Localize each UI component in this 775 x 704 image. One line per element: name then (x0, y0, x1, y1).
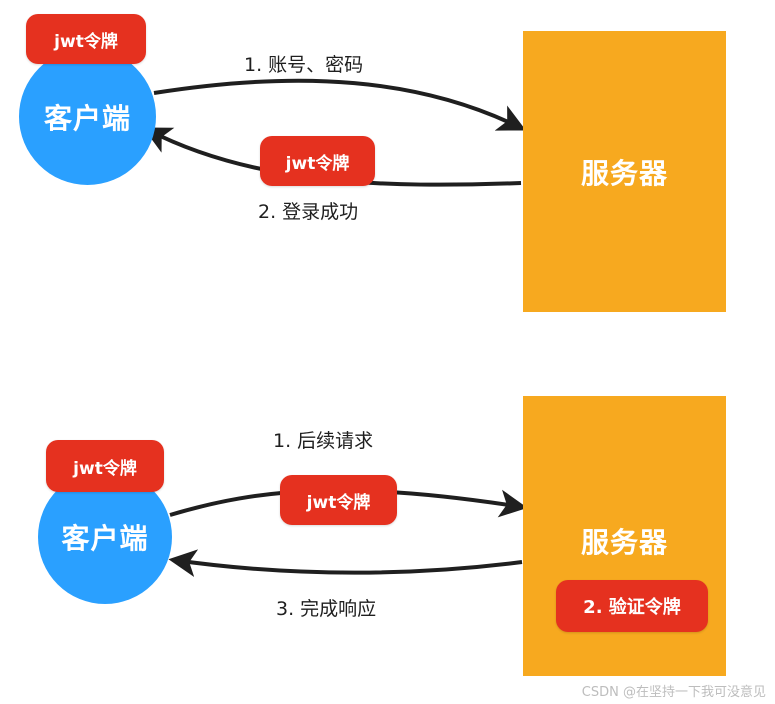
client-node-top: 客户端 (19, 48, 156, 185)
client-token-badge-bottom: jwt令牌 (46, 440, 164, 492)
server-label-top: 服务器 (580, 156, 668, 190)
credentials-step-label: 1. 账号、密码 (244, 54, 364, 76)
response-token-badge-top: jwt令牌 (260, 136, 375, 186)
client-token-label-bottom: jwt令牌 (73, 458, 137, 479)
client-node-bottom: 客户端 (38, 470, 172, 604)
followup-request-step-label: 1. 后续请求 (273, 430, 374, 452)
bottom-response-arrow (168, 549, 523, 578)
server-node-top: 服务器 (523, 31, 726, 312)
verify-token-badge: 2. 验证令牌 (556, 580, 708, 632)
top-request-arrow (153, 78, 527, 131)
watermark-text: CSDN @在坚持一下我可没意见 (581, 685, 766, 700)
complete-response-step-label: 3. 完成响应 (276, 598, 377, 620)
server-label-bottom: 服务器 (580, 526, 668, 559)
client-label-top: 客户端 (43, 101, 131, 135)
response-token-label-top: jwt令牌 (285, 153, 350, 174)
request-token-label-bottom: jwt令牌 (306, 492, 371, 513)
client-label-bottom: 客户端 (61, 522, 149, 555)
client-token-label-top: jwt令牌 (54, 31, 118, 52)
client-token-badge-top: jwt令牌 (26, 14, 146, 64)
login-success-step-label: 2. 登录成功 (258, 201, 359, 223)
server-node-bottom: 服务器 (523, 396, 726, 676)
verify-token-label: 2. 验证令牌 (583, 597, 681, 618)
request-token-badge-bottom: jwt令牌 (280, 475, 397, 525)
